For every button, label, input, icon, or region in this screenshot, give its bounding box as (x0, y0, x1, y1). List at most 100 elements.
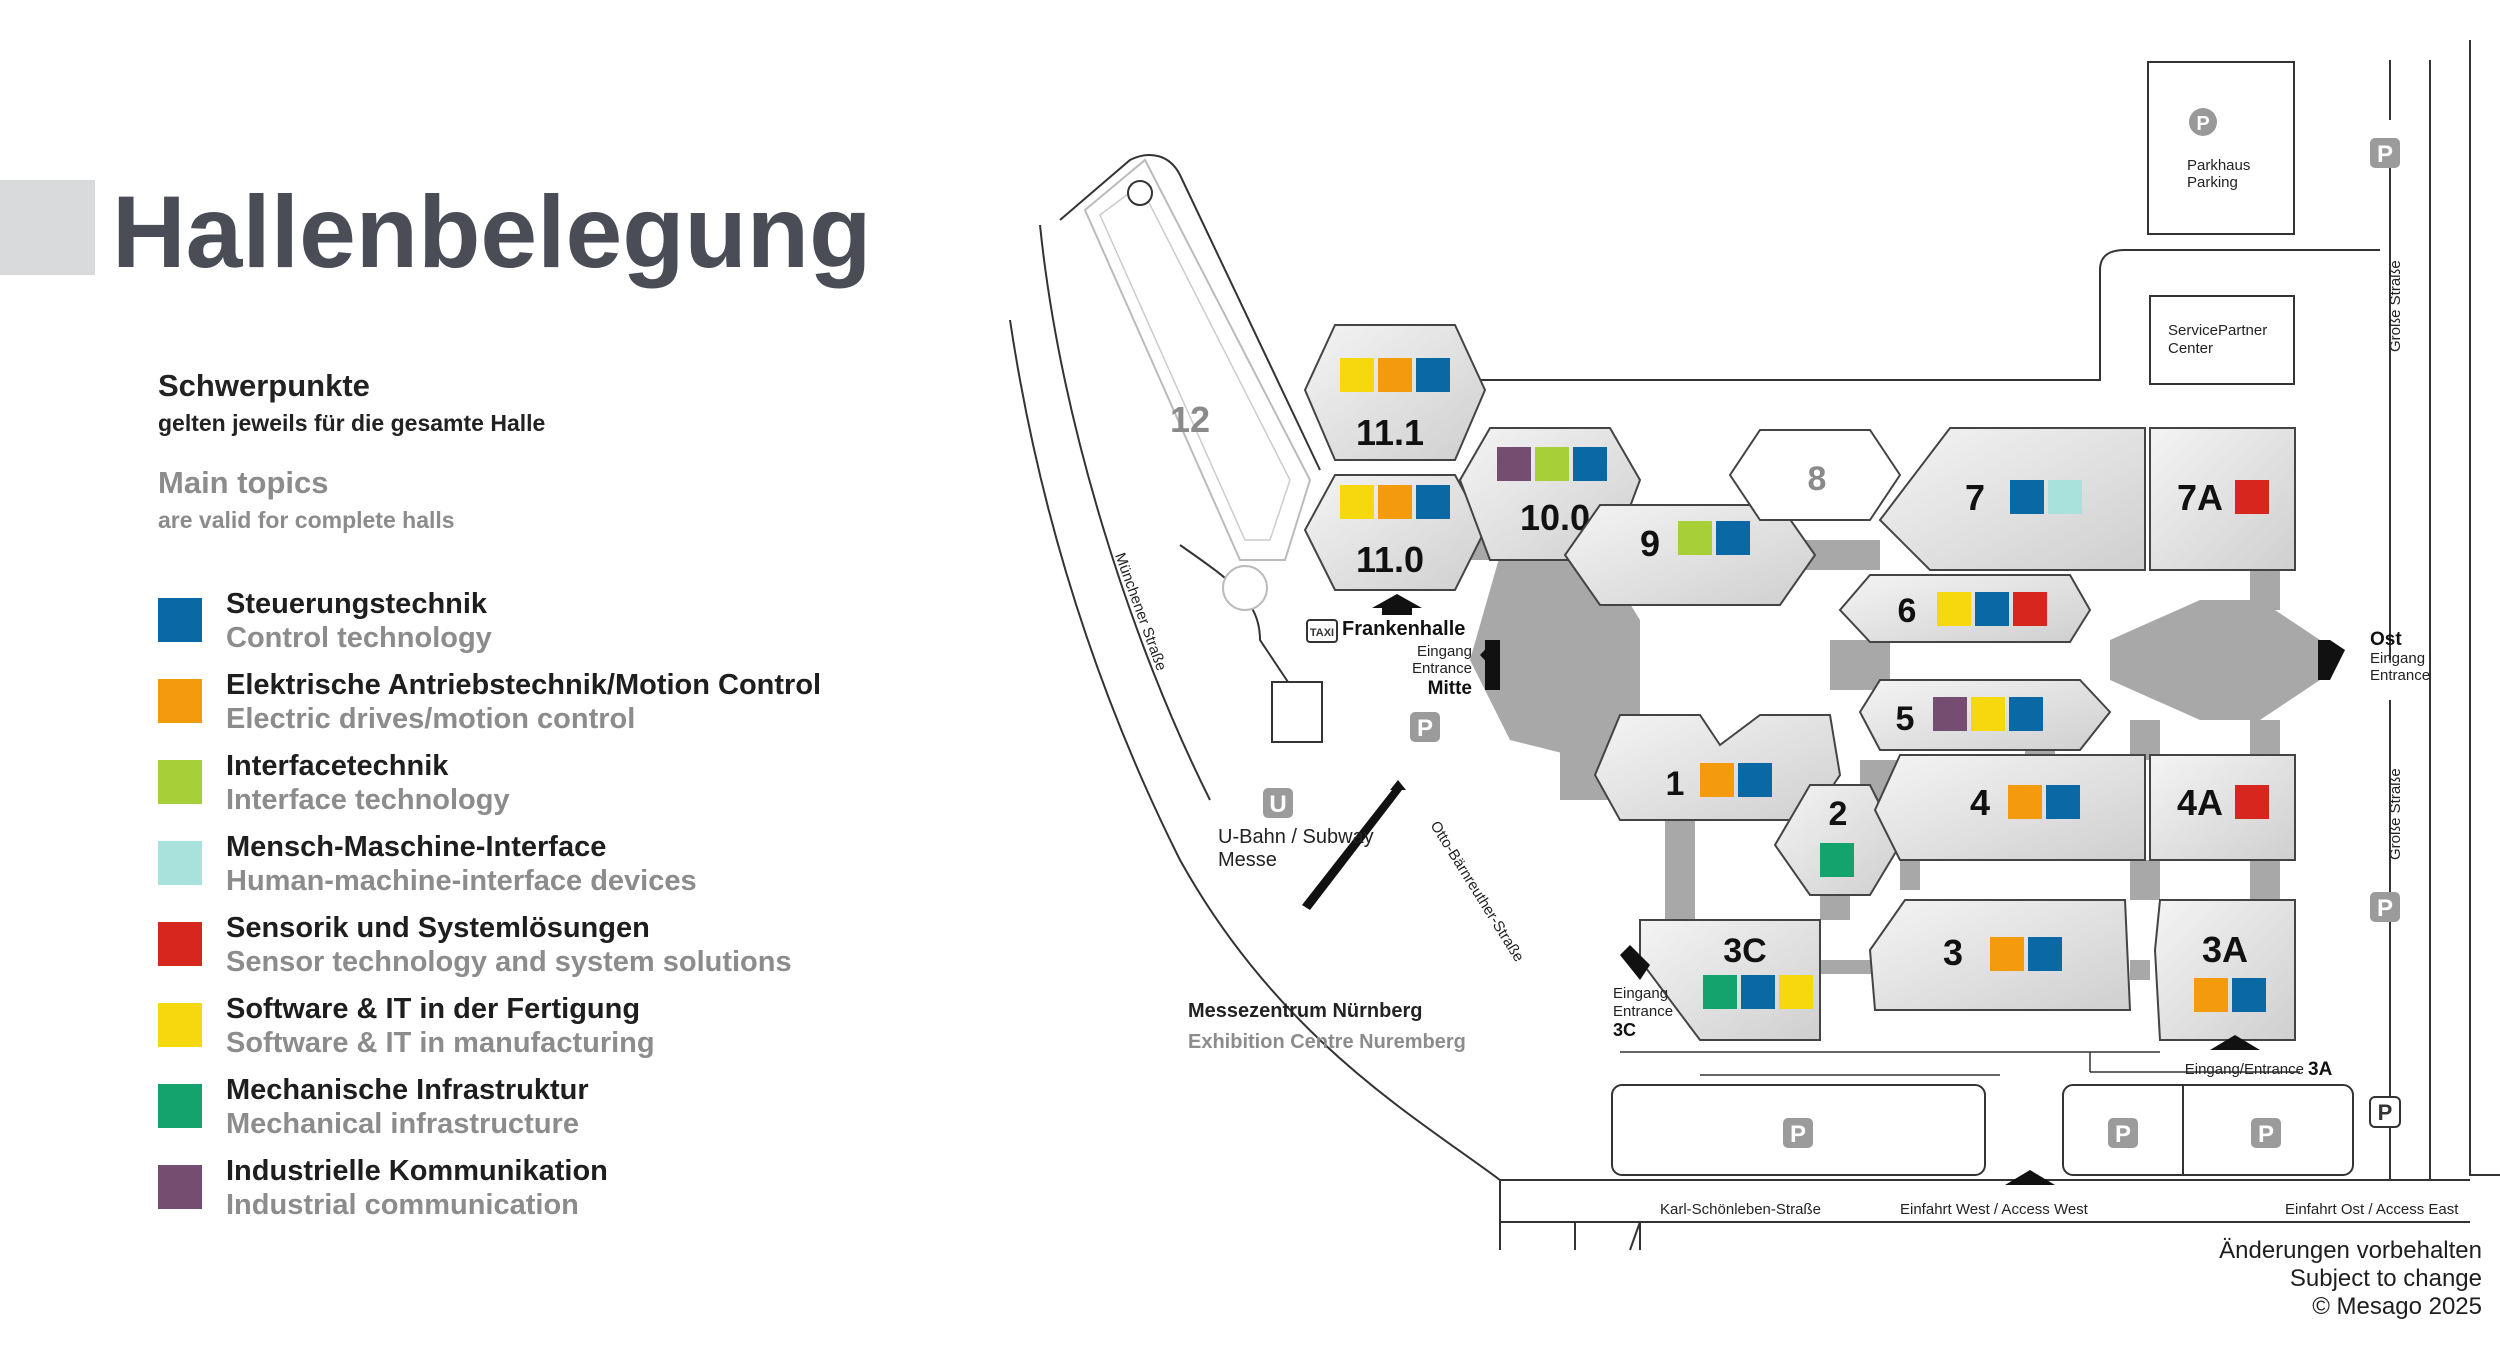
hall-topic-swatch (1378, 485, 1412, 519)
hall-topic-swatch (2235, 785, 2269, 819)
legend-label-en: Control technology (226, 622, 492, 654)
legend-label-de: Software & IT in der Fertigung (226, 993, 641, 1025)
hall-outline (2153, 899, 2296, 1041)
legend-label-de: Mensch-Maschine-Interface (226, 831, 607, 863)
hall-topic-swatch (1703, 975, 1737, 1009)
hall-topic-swatch (1779, 975, 1813, 1009)
legend-swatch (158, 1165, 202, 1209)
parking-signs: P P P P P P P U (1263, 138, 2401, 1148)
hall-label: 11.0 (1356, 539, 1424, 580)
entrance-ost-label: Entrance (2370, 667, 2430, 684)
hall-label: 2 (1829, 795, 1848, 833)
hall-topic-swatch (1990, 937, 2024, 971)
legend-swatch (158, 598, 202, 642)
hall-topic-swatch (1340, 358, 1374, 392)
footer-copyright: © Mesago 2025 (2312, 1293, 2482, 1320)
hall-topic-swatch (1716, 521, 1750, 555)
otto-strasse-label: Otto-Bärnreuther-Straße (1427, 818, 1528, 965)
einfahrt-west-label: Einfahrt West / Access West (1900, 1201, 2089, 1218)
legend-label-de: Industrielle Kommunikation (226, 1155, 608, 1187)
main-topics-heading-en: Main topics (158, 465, 329, 500)
parking-garage-p-sign: P (2196, 113, 2209, 135)
hall-3C: 3C (1639, 919, 1821, 1041)
hall-topic-swatch (1573, 447, 1607, 481)
entrance-3c-label: Entrance (1613, 1003, 1673, 1020)
hall-label: 8 (1808, 460, 1827, 498)
hall-label: 3 (1943, 932, 1963, 973)
hall-7: 7 (1878, 427, 2146, 571)
eingang-ost-label: Eingang (2370, 650, 2425, 667)
parkhaus-label: Parkhaus (2187, 157, 2250, 174)
hall-outline (1728, 429, 1902, 521)
grosse-strasse-label-north: Große Straße (2387, 260, 2404, 352)
hall-outline (2149, 754, 2296, 861)
ubahn-label: U-Bahn / Subway (1218, 826, 1374, 848)
hall-topic-swatch (1700, 763, 1734, 797)
messezentrum-en-label: Exhibition Centre Nuremberg (1188, 1031, 1466, 1053)
legend-label-de: Mechanische Infrastruktur (226, 1074, 589, 1106)
hall-topic-swatch (1971, 697, 2005, 731)
legend-label-en: Industrial communication (226, 1189, 579, 1221)
grosse-strasse-label-south: Große Straße (2387, 768, 2404, 860)
hall-label: 7A (2177, 477, 2223, 518)
p-sign: P (1417, 715, 1433, 742)
hall-topic-swatch (2235, 480, 2269, 514)
muenchener-strasse-label: Münchener Straße (1111, 551, 1169, 674)
hall-topic-swatch (1678, 521, 1712, 555)
hall-topic-swatch (1378, 358, 1412, 392)
hall-label: 7 (1965, 477, 1985, 518)
legend-label-en: Electric drives/motion control (226, 703, 636, 735)
hall-12: 12 (1170, 399, 1210, 440)
hall-outline (2149, 427, 2296, 571)
legend-label-de: Interfacetechnik (226, 750, 449, 782)
hall-5: 5 (1858, 679, 2112, 751)
karl-strasse-label: Karl-Schönleben-Straße (1660, 1201, 1821, 1218)
hall-1: 1 (1593, 714, 1842, 821)
messe-label: Messe (1218, 849, 1277, 871)
hall-8: 8 (1728, 429, 1902, 521)
hall-topic-swatch (1933, 697, 1967, 731)
hall-label: 9 (1640, 523, 1660, 564)
eingang-3c-label: Eingang (1613, 985, 1668, 1002)
p-sign: P (2377, 895, 2393, 922)
main-topics-subheading-de: gelten jeweils für die gesamte Halle (158, 410, 546, 436)
venue-map: P Parkhaus Parking ServicePartner Center… (1009, 40, 2500, 1251)
hall-topic-swatch (2008, 785, 2042, 819)
hall-label: 1 (1666, 765, 1685, 803)
taxi-sign: TAXI (1306, 619, 1338, 643)
p-sign: P (2378, 1100, 2393, 1125)
page-title: Hallenbelegung (112, 175, 872, 289)
einfahrt-ost-label: Einfahrt Ost / Access East (2285, 1201, 2459, 1218)
center-label: Center (2168, 340, 2213, 357)
hall-11-0: 11.0 (1303, 474, 1487, 591)
legend-label-en: Sensor technology and system solutions (226, 946, 792, 978)
hall-topic-swatch (2009, 697, 2043, 731)
hall-label: 4 (1970, 782, 1990, 823)
hall-topic-swatch (2194, 978, 2228, 1012)
legend-swatch (158, 1003, 202, 1047)
legend-swatch (158, 841, 202, 885)
hall-topic-swatch (1741, 975, 1775, 1009)
legend-label-de: Steuerungstechnik (226, 588, 488, 620)
legend-label-en: Interface technology (226, 784, 510, 816)
p-sign: P (2258, 1121, 2274, 1148)
messezentrum-de-label: Messezentrum Nürnberg (1188, 1000, 1423, 1022)
hall-label: 5 (1896, 700, 1915, 738)
legend-swatch (158, 679, 202, 723)
hall-3: 3 (1868, 899, 2132, 1011)
mitte-label: Mitte (1428, 678, 1472, 699)
hall-topic-swatch (1497, 447, 1531, 481)
hall-topic-swatch (2013, 592, 2047, 626)
hall-topic-swatch (2046, 785, 2080, 819)
legend-swatch (158, 760, 202, 804)
hall-topic-swatch (1416, 485, 1450, 519)
legend-swatch (158, 922, 202, 966)
parking-lots (1271, 681, 2354, 1176)
hall-label: 3A (2202, 929, 2248, 970)
legend-label-en: Software & IT in manufacturing (226, 1027, 655, 1059)
legend-swatch (158, 1084, 202, 1128)
hall-4A: 4A (2149, 754, 2296, 861)
hall-topic-swatch (1975, 592, 2009, 626)
hall-3A: 3A (2153, 899, 2296, 1041)
